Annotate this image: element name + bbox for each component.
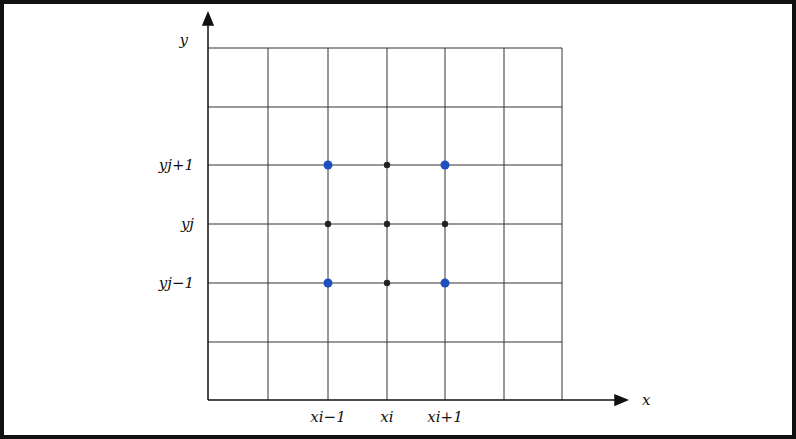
grid-coordinate: xi−1 <box>308 409 347 426</box>
grid-coordinate: xi <box>378 409 395 426</box>
grid-coordinate: yj <box>179 216 196 233</box>
grid-coordinate: xi+1 <box>425 409 464 426</box>
grid-line <box>208 48 562 49</box>
grid-coordinate: yj−1 <box>157 275 196 292</box>
grid-coordinate: yj+1 <box>157 157 196 174</box>
axis-label: y <box>178 32 190 49</box>
grid-line <box>208 342 562 343</box>
grid-line <box>208 107 562 108</box>
axis-label: x <box>640 392 652 409</box>
